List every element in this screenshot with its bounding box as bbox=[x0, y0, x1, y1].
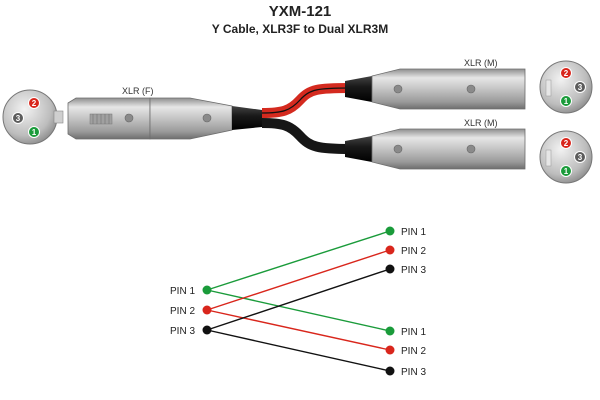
male-bottom-pin-1: 1 bbox=[560, 165, 572, 177]
male-bottom-pin-2-label: 2 bbox=[564, 139, 569, 148]
female-connector-label: XLR (F) bbox=[122, 86, 154, 96]
male-top-pin-3: 3 bbox=[574, 81, 586, 93]
wire-pin2-to-bottom-pin2 bbox=[206, 309, 391, 351]
left-pin3-dot bbox=[202, 325, 212, 335]
right-bottom-pin3-label: PIN 3 bbox=[401, 367, 426, 378]
female-pin-2-label: 2 bbox=[32, 99, 37, 108]
male-bottom-pin-3-label: 3 bbox=[578, 153, 583, 162]
diagram-subtitle: Y Cable, XLR3F to Dual XLR3M bbox=[211, 22, 389, 36]
female-pin-1: 1 bbox=[28, 126, 40, 138]
female-pin-3: 3 bbox=[12, 112, 24, 124]
male-top-pin-1-label: 1 bbox=[564, 97, 569, 106]
female-screw-rear bbox=[202, 113, 212, 123]
cable-split bbox=[261, 83, 351, 154]
right-top-pin2-dot bbox=[385, 245, 395, 255]
male-top-pin-2-label: 2 bbox=[564, 69, 569, 78]
male-top-pin-3-label: 3 bbox=[578, 83, 583, 92]
right-top-pin2-label: PIN 2 bbox=[401, 246, 426, 257]
male-bottom-screw-rear bbox=[393, 144, 403, 154]
female-pin-3-label: 3 bbox=[16, 114, 21, 123]
right-bottom-pin1-dot bbox=[385, 326, 395, 336]
female-connector-face: 2 3 1 bbox=[2, 89, 64, 145]
red-cable-center-stripe bbox=[261, 87, 351, 114]
female-connector-body bbox=[67, 97, 262, 140]
left-pin3-label: PIN 3 bbox=[170, 326, 195, 337]
left-pin2-dot bbox=[202, 305, 212, 315]
wire-pin2-to-top-pin2 bbox=[206, 249, 391, 311]
right-bottom-pin3-dot bbox=[385, 366, 395, 376]
male-top-strain-relief bbox=[345, 76, 372, 102]
left-pin1-dot bbox=[202, 285, 212, 295]
female-pin-2: 2 bbox=[28, 97, 40, 109]
wire-pin3-to-top-pin3 bbox=[206, 268, 391, 331]
female-screw-front bbox=[124, 113, 134, 123]
wire-pin1-to-top-pin1 bbox=[206, 230, 391, 291]
male-top-connector-label: XLR (M) bbox=[464, 58, 498, 68]
male-top-pin-1: 1 bbox=[560, 95, 572, 107]
left-pin2-label: PIN 2 bbox=[170, 306, 195, 317]
right-top-pin3-dot bbox=[385, 264, 395, 274]
male-bottom-pin-2: 2 bbox=[560, 137, 572, 149]
right-bottom-pin2-dot bbox=[385, 345, 395, 355]
male-bottom-pin-1-label: 1 bbox=[564, 167, 569, 176]
black-cable bbox=[261, 118, 351, 154]
left-pin1-label: PIN 1 bbox=[170, 286, 195, 297]
male-top-pin-2: 2 bbox=[560, 67, 572, 79]
wire-pin1-to-bottom-pin1 bbox=[206, 289, 391, 332]
diagram-title: YXM-121 bbox=[268, 3, 332, 20]
male-bottom-pin-3: 3 bbox=[574, 151, 586, 163]
female-pin-1-label: 1 bbox=[32, 128, 37, 137]
male-top-connector-face: 2 3 1 bbox=[539, 60, 593, 114]
right-bottom-pin1-label: PIN 1 bbox=[401, 327, 426, 338]
male-bottom-strain-relief bbox=[345, 136, 372, 162]
latch-grip bbox=[89, 113, 113, 125]
wire-lines bbox=[206, 230, 391, 372]
red-cable bbox=[261, 83, 351, 118]
right-top-pin3-label: PIN 3 bbox=[401, 265, 426, 276]
female-strain-relief bbox=[232, 106, 262, 130]
wiring-diagram: PIN 1 PIN 2 PIN 3 PIN 1 PIN 2 PIN 3 PIN … bbox=[170, 226, 426, 378]
male-top-connector-body bbox=[345, 68, 526, 110]
male-top-screw-front bbox=[466, 84, 476, 94]
right-top-pin1-label: PIN 1 bbox=[401, 227, 426, 238]
wire-pin3-to-bottom-pin3 bbox=[206, 329, 391, 372]
male-bottom-connector-body bbox=[345, 128, 526, 170]
male-bottom-connector-face: 2 3 1 bbox=[539, 130, 593, 184]
right-top-pin1-dot bbox=[385, 226, 395, 236]
right-bottom-pin2-label: PIN 2 bbox=[401, 346, 426, 357]
male-bottom-screw-front bbox=[466, 144, 476, 154]
male-top-screw-rear bbox=[393, 84, 403, 94]
male-bottom-connector-label: XLR (M) bbox=[464, 118, 498, 128]
